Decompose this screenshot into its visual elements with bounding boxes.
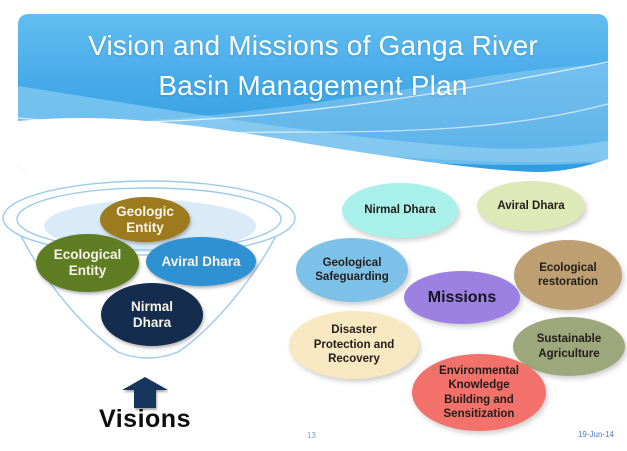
funnel-ellipse-nirmal-dhara: Nirmal Dhara xyxy=(101,283,203,346)
mission-ellipse-environmental-knowledge: Environmental Knowledge Building and Sen… xyxy=(412,354,546,431)
missions-heading-ellipse: Missions xyxy=(404,271,520,324)
mission-label: Geological Safeguarding xyxy=(315,256,389,283)
slide-number: 13 xyxy=(307,431,316,440)
mission-label: Environmental Knowledge Building and Sen… xyxy=(439,364,519,420)
mission-label: Ecological restoration xyxy=(537,261,599,288)
mission-ellipse-geological-safeguarding: Geological Safeguarding xyxy=(296,238,408,302)
funnel-ellipse-ecological-entity: Ecological Entity xyxy=(36,234,139,292)
funnel-label: Nirmal Dhara xyxy=(130,298,174,330)
mission-label: Nirmal Dhara xyxy=(364,204,436,217)
mission-ellipse-nirmal-dhara: Nirmal Dhara xyxy=(342,183,458,238)
mission-ellipse-sustainable-agriculture: Sustainable Agriculture xyxy=(513,317,625,376)
mission-label: Disaster Protection and Recovery xyxy=(313,324,395,366)
mission-label: Sustainable Agriculture xyxy=(536,333,602,360)
title-line-1: Vision and Missions of Ganga River xyxy=(88,30,538,61)
slide-date: 19-Jun-14 xyxy=(577,430,614,439)
missions-heading: Missions xyxy=(427,288,497,306)
funnel-label: Geologic Entity xyxy=(116,203,174,235)
funnel-ellipse-aviral-dhara: Aviral Dhara xyxy=(146,237,256,286)
funnel-ellipse-geologic-entity: Geologic Entity xyxy=(100,197,190,242)
page-title: Vision and Missions of Ganga River Basin… xyxy=(18,26,608,106)
funnel-label: Aviral Dhara xyxy=(161,253,241,269)
up-arrow-icon xyxy=(122,377,168,408)
visions-heading: Visions xyxy=(99,405,191,433)
mission-label: Aviral Dhara xyxy=(497,199,565,212)
title-banner: Vision and Missions of Ganga River Basin… xyxy=(18,14,608,172)
banner-wave-decoration xyxy=(18,61,608,172)
title-line-2: Basin Management Plan xyxy=(158,70,468,101)
mission-ellipse-ecological-restoration: Ecological restoration xyxy=(514,240,622,310)
funnel-label: Ecological Entity xyxy=(53,247,122,278)
mission-ellipse-disaster-protection: Disaster Protection and Recovery xyxy=(289,311,419,379)
mission-ellipse-aviral-dhara: Aviral Dhara xyxy=(477,181,585,231)
